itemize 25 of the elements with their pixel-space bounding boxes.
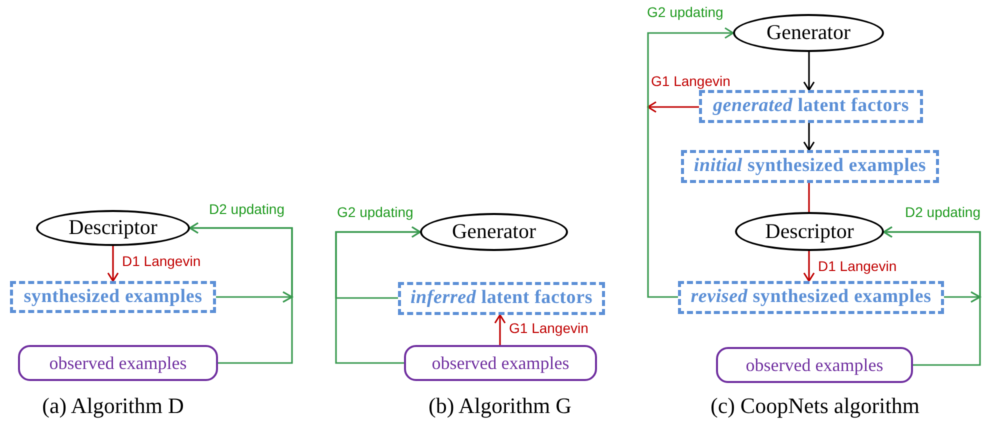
caption: (c) CoopNets algorithm (710, 392, 920, 420)
caption: (a) Algorithm D (42, 392, 184, 420)
arrow (494, 314, 506, 345)
caption: (b) Algorithm G (428, 392, 572, 420)
arrow (189, 222, 293, 364)
arrow (803, 52, 815, 91)
dashed-box: generated latent factors (699, 90, 923, 123)
arrow (803, 123, 815, 151)
arrow (803, 251, 815, 282)
dashed-box: synthesized examples (10, 281, 216, 313)
arrow (335, 226, 421, 364)
rounded-box: observed examples (716, 347, 913, 383)
ellipse-node: Descriptor (735, 212, 884, 251)
arrow (107, 246, 119, 282)
rounded-box: observed examples (404, 345, 597, 381)
arrow (647, 101, 699, 113)
arrow (647, 27, 734, 298)
ellipse-node: Descriptor (36, 210, 190, 246)
arrow (883, 226, 981, 366)
rounded-box: observed examples (18, 345, 218, 381)
dashed-box: revised synthesized examples (678, 281, 944, 314)
ellipse-node: Generator (733, 14, 884, 52)
ellipse-node: Generator (420, 213, 568, 251)
dashed-box: initial synthesized examples (681, 150, 939, 183)
dashed-box: inferred latent factors (398, 282, 605, 315)
